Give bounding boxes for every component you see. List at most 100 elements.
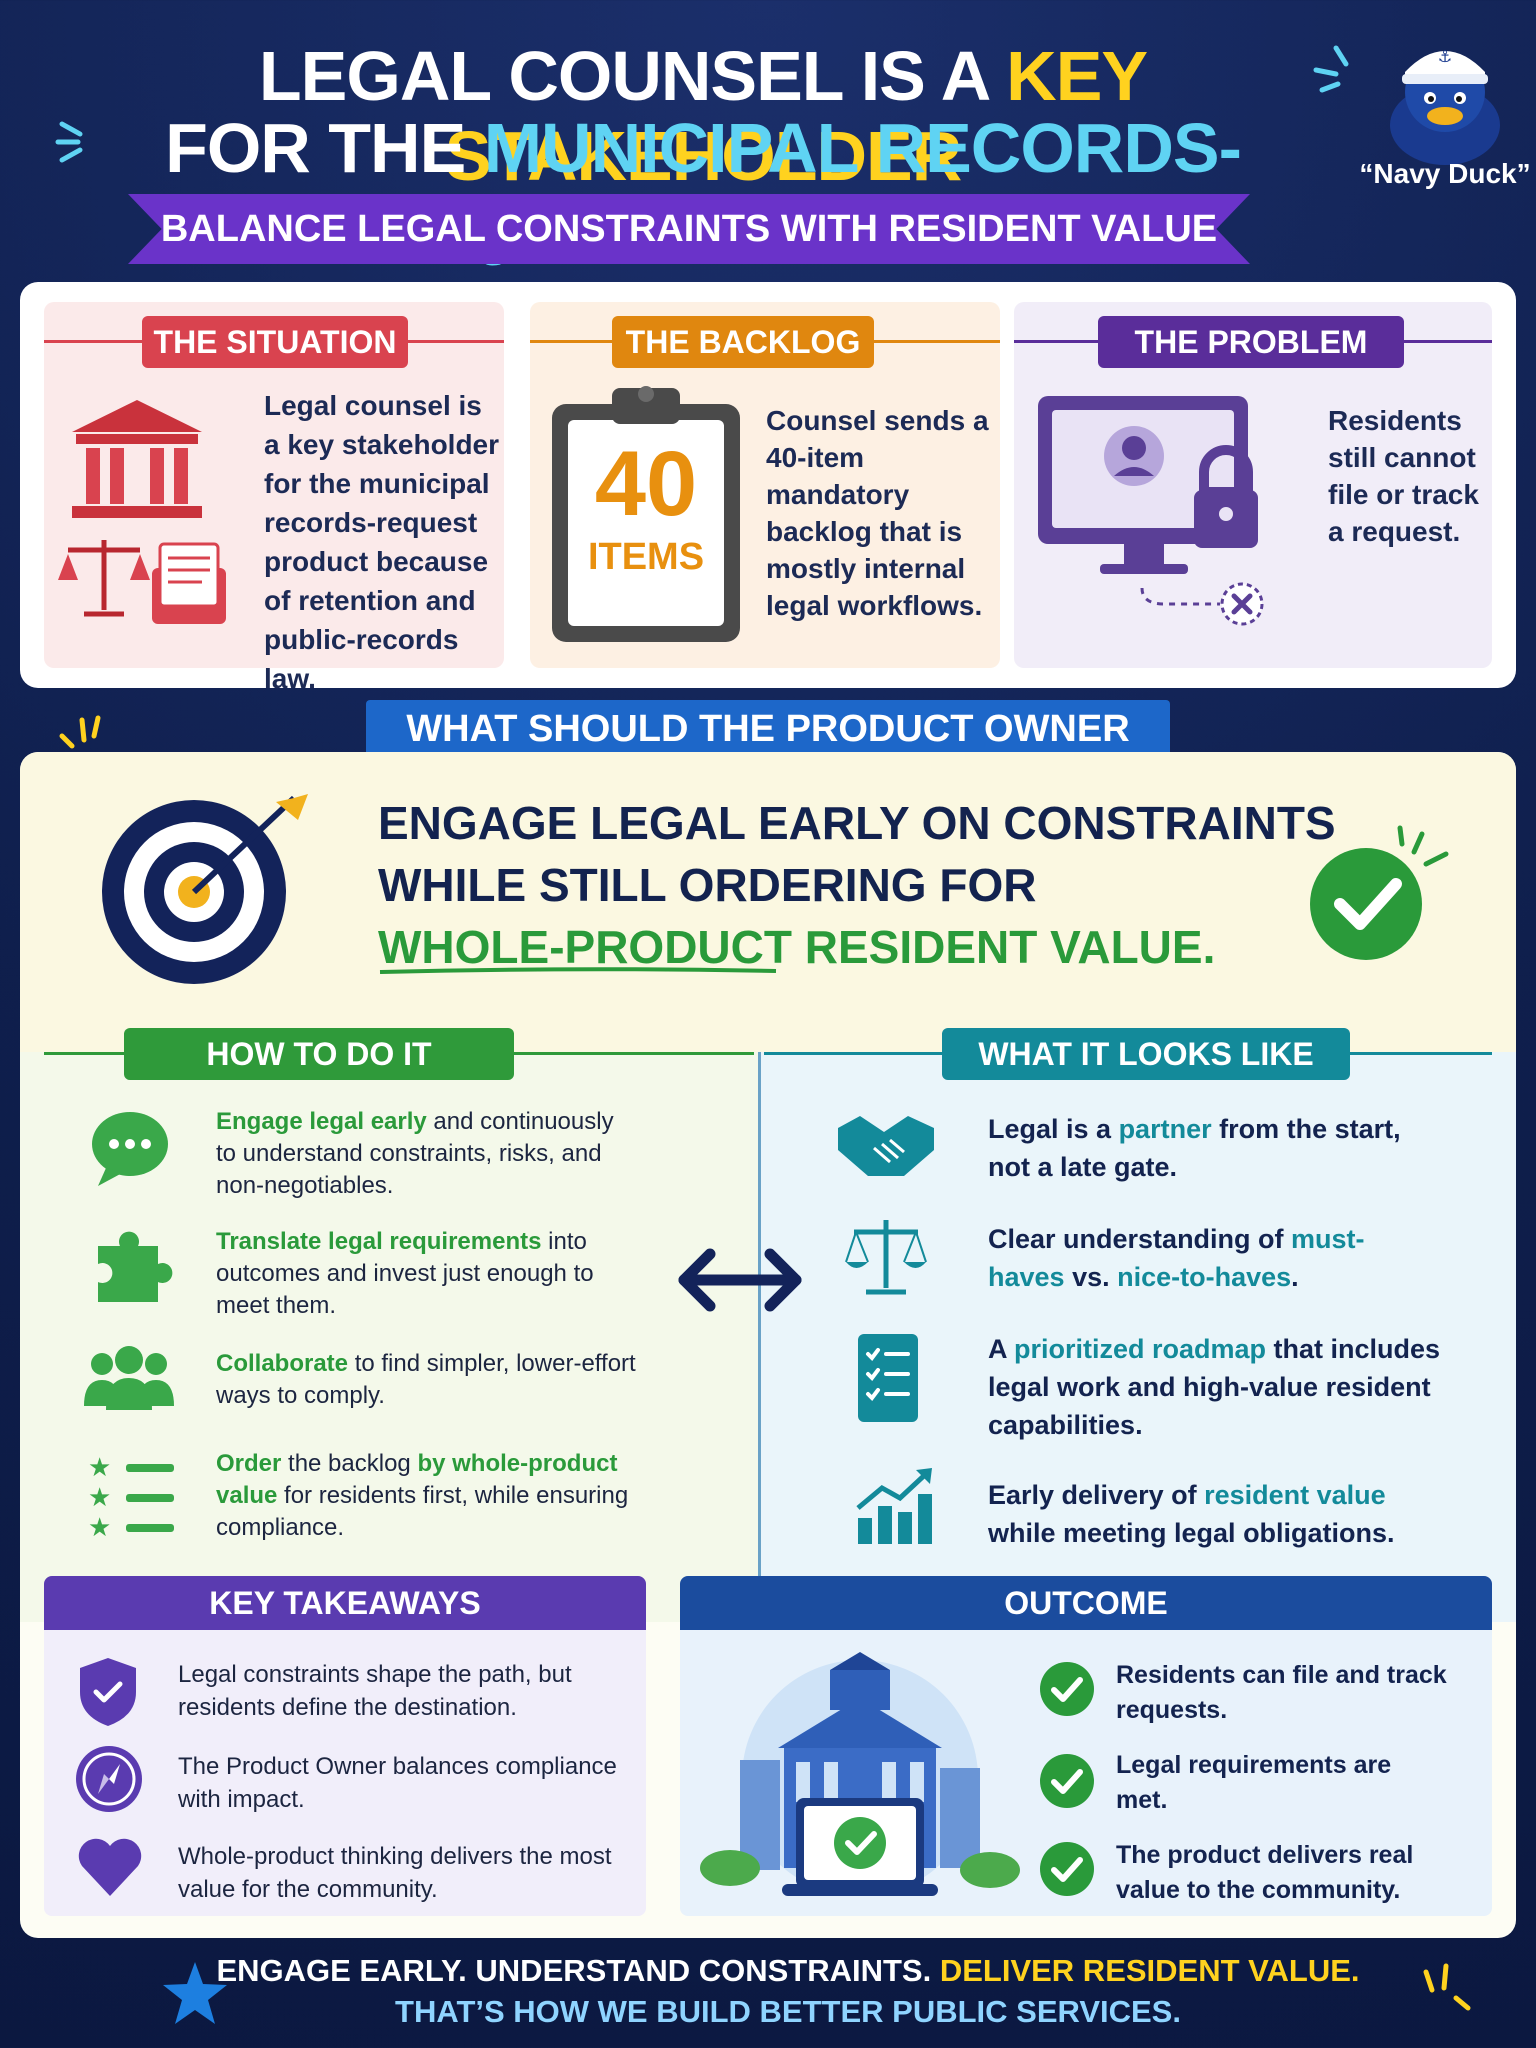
handshake-icon xyxy=(838,1116,934,1176)
situation-card: THE SITUATION Legal counsel is a key sta… xyxy=(44,302,504,694)
svg-text:★: ★ xyxy=(88,1483,111,1513)
outcome-item-2: Legal requirements are met. xyxy=(1116,1751,1392,1814)
document-folder-icon xyxy=(152,542,226,624)
spark-icon xyxy=(59,715,101,749)
looks-item-2-highlight-2: nice-to-haves xyxy=(1117,1262,1292,1292)
how-item-1-text: and continuously to understand constrain… xyxy=(216,1108,614,1199)
headline-text-b: FOR THE xyxy=(165,109,484,187)
situation-title: THE SITUATION xyxy=(142,316,408,368)
answer-text: ENGAGE LEGAL EARLY ON CONSTRAINTS WHILE … xyxy=(378,792,1336,978)
looks-item-1: Legal is a partner from the start, not a… xyxy=(988,1110,1438,1186)
headline-text-a: LEGAL COUNSEL IS A xyxy=(258,37,1007,115)
answer-line-2: WHILE STILL ORDERING FOR xyxy=(378,859,1037,911)
courthouse-icon xyxy=(72,400,202,518)
looks-item-1-text-b: from the start, not a late gate. xyxy=(988,1114,1401,1182)
scales-icon xyxy=(845,1220,927,1295)
looks-item-3-text-a: A xyxy=(988,1334,1014,1364)
how-item-3-highlight: Collaborate xyxy=(216,1350,349,1377)
outcome-item-3: The product delivers real value to the c… xyxy=(1116,1841,1414,1904)
city-hall-laptop-illustration-icon xyxy=(700,1652,1020,1896)
problem-text: Residents still cannot file or track a r… xyxy=(1328,405,1479,547)
guidance-panel: ENGAGE LEGAL EARLY ON CONSTRAINTS WHILE … xyxy=(20,752,1516,1938)
looks-item-3: A prioritized roadmap that includes lega… xyxy=(988,1330,1448,1444)
backlog-text: Counsel sends a 40-item mandatory backlo… xyxy=(766,405,989,621)
looks-item-2-text-c: . xyxy=(1291,1262,1299,1292)
takeaway-item-2: The Product Owner balances compliance wi… xyxy=(178,1753,617,1813)
check-circle-icon xyxy=(1310,825,1449,960)
looks-item-3-highlight: prioritized roadmap xyxy=(1014,1334,1267,1364)
scales-of-justice-icon xyxy=(58,540,150,617)
spark-icon xyxy=(1423,1963,1471,2011)
svg-text:★: ★ xyxy=(88,1453,111,1483)
highlight-underline xyxy=(379,967,777,974)
looks-item-4-text-a: Early delivery of xyxy=(988,1480,1205,1510)
locked-computer-icon xyxy=(1038,396,1264,626)
growth-chart-icon xyxy=(856,1468,932,1544)
headline-line-1: LEGAL COUNSEL IS A KEY STAKEHOLDER xyxy=(0,36,1536,196)
problem-title: THE PROBLEM xyxy=(1098,316,1404,368)
takeaway-item-1: Legal constraints shape the path, but re… xyxy=(178,1661,572,1721)
navy-duck-mascot-icon: ⚓ xyxy=(1390,47,1500,165)
target-icon xyxy=(102,794,308,984)
backlog-unit: ITEMS xyxy=(587,536,705,578)
spark-icon xyxy=(55,121,83,163)
mascot-label: “Navy Duck” xyxy=(1359,158,1531,189)
team-people-icon xyxy=(84,1346,174,1410)
question-banner: WHAT SHOULD THE PRODUCT OWNER DO? xyxy=(366,700,1170,808)
divider xyxy=(758,1052,761,1612)
context-panel: THE SITUATION Legal counsel is a key sta… xyxy=(20,282,1516,694)
how-item-4-text-a: the backlog xyxy=(281,1450,418,1477)
takeaway-item-3: Whole-product thinking delivers the most… xyxy=(178,1843,612,1903)
outcome-title: OUTCOME xyxy=(680,1576,1492,1630)
looks-item-4: Early delivery of resident value while m… xyxy=(988,1476,1448,1552)
how-item-2-text: into outcomes and invest just enough to … xyxy=(216,1228,594,1319)
backlog-title: THE BACKLOG xyxy=(612,316,874,368)
problem-card: THE PROBLEM Residents still cannot file … xyxy=(1014,302,1492,668)
answer-line-1: ENGAGE LEGAL EARLY ON CONSTRAINTS xyxy=(378,797,1336,849)
how-item-4: Order the backlog by whole-product value… xyxy=(216,1448,646,1544)
how-item-2: Translate legal requirements into outcom… xyxy=(216,1226,636,1322)
takeaways-title: KEY TAKEAWAYS xyxy=(44,1576,646,1630)
ranked-list-icon: ★★★ xyxy=(88,1453,174,1536)
answer-line-3: WHOLE-PRODUCT RESIDENT VALUE. xyxy=(378,921,1216,973)
chat-bubble-icon xyxy=(92,1112,168,1186)
compass-icon xyxy=(76,1746,142,1812)
how-item-1-highlight: Engage legal early xyxy=(216,1108,427,1135)
how-item-3: Collaborate to find simpler, lower-effor… xyxy=(216,1348,636,1412)
looks-item-2: Clear understanding of must-haves vs. ni… xyxy=(988,1220,1438,1296)
subtitle-banner: BALANCE LEGAL CONSTRAINTS WITH RESIDENT … xyxy=(128,194,1250,264)
check-circle-icon xyxy=(1040,1842,1094,1896)
shield-check-icon xyxy=(80,1658,136,1726)
looks-item-3-text-b: that includes legal work and high-value … xyxy=(988,1334,1441,1440)
looks-item-2-text-b: vs. xyxy=(1064,1262,1118,1292)
check-circle-icon xyxy=(1040,1754,1094,1808)
svg-text:★: ★ xyxy=(88,1513,111,1536)
check-circle-icon xyxy=(1040,1662,1094,1716)
headline-highlight: KEY STAKEHOLDER xyxy=(444,37,1148,195)
how-title: HOW TO DO IT xyxy=(124,1028,514,1080)
spark-icon xyxy=(1313,45,1349,93)
backlog-count: 40 xyxy=(594,433,698,535)
two-way-arrow-icon xyxy=(678,1248,802,1312)
star-icon xyxy=(163,1962,227,2024)
looks-item-2-text-a: Clear understanding of xyxy=(988,1224,1292,1254)
looks-item-1-text-a: Legal is a xyxy=(988,1114,1119,1144)
puzzle-piece-icon xyxy=(98,1231,173,1302)
takeaways-section xyxy=(44,1576,646,1916)
outcome-item-1: Residents can file and track requests. xyxy=(1116,1661,1447,1724)
how-item-2-highlight: Translate legal requirements xyxy=(216,1228,542,1255)
backlog-card: THE BACKLOG 40 ITEMS Counsel sends a 40-… xyxy=(530,302,1000,668)
how-item-3-text: to find simpler, lower-effort ways to co… xyxy=(216,1350,636,1409)
looks-item-2-highlight: must-haves xyxy=(988,1224,1365,1292)
how-item-1: Engage legal early and continuously to u… xyxy=(216,1106,626,1202)
svg-text:⚓: ⚓ xyxy=(1438,47,1452,66)
how-item-4-highlight: Order xyxy=(216,1450,282,1477)
looks-title: WHAT IT LOOKS LIKE xyxy=(942,1028,1350,1080)
looks-item-4-highlight: resident value xyxy=(1204,1480,1386,1510)
heart-icon xyxy=(78,1838,142,1896)
how-item-4-highlight-2: by whole-product value xyxy=(216,1450,618,1509)
footer-highlight: DELIVER RESIDENT VALUE. xyxy=(939,1953,1360,1988)
footer-line-1: ENGAGE EARLY. UNDERSTAND CONSTRAINTS. DE… xyxy=(0,1953,1536,1989)
how-item-4-text-b: for residents first, while ensuring comp… xyxy=(216,1482,629,1541)
footer-text-a: ENGAGE EARLY. UNDERSTAND CONSTRAINTS. xyxy=(216,1953,940,1988)
